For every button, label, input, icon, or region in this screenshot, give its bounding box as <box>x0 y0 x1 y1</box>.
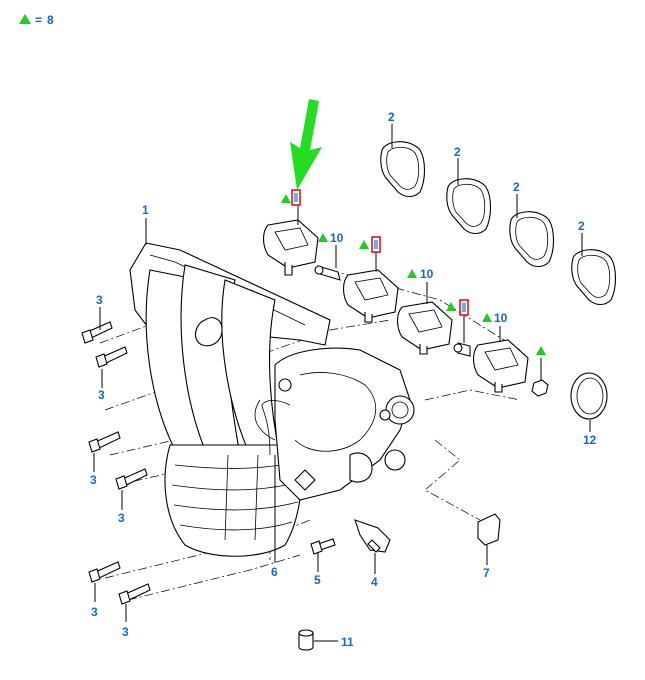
callout-4: 4 <box>371 575 378 589</box>
callout-10: 10 <box>330 231 344 245</box>
intake-manifold <box>129 242 415 557</box>
legend-value: 8 <box>47 13 54 27</box>
gasket-2 <box>446 178 492 235</box>
cover-plate <box>477 513 501 546</box>
callout-3: 3 <box>118 511 125 525</box>
bolt-5 <box>88 561 121 583</box>
clamp-ring <box>570 372 608 420</box>
bolt-part-5 <box>310 538 336 555</box>
bolt-1 <box>81 321 113 344</box>
sensor <box>354 519 391 553</box>
gasket-1 <box>380 141 426 198</box>
callout-3: 3 <box>98 388 105 402</box>
marker-triangle-icon <box>359 240 369 249</box>
callouts: 1 2 2 2 2 3 3 3 3 3 3 4 5 6 7 10 10 10 1… <box>90 110 597 649</box>
bolt-3 <box>88 431 121 453</box>
marker-triangle-icon <box>407 269 417 278</box>
red-box-marker-icon <box>371 236 381 253</box>
markers <box>281 194 546 355</box>
highlight-markers <box>291 189 469 316</box>
callout-2: 2 <box>578 219 585 233</box>
gasket-4 <box>571 249 617 306</box>
swirl-valve-2 <box>342 269 399 323</box>
legend-separator: = <box>35 13 42 27</box>
swirl-valve-4 <box>472 339 529 393</box>
callout-10: 10 <box>494 311 508 325</box>
marker-triangle-icon <box>281 194 291 203</box>
callout-3: 3 <box>122 625 129 639</box>
legend-triangle-icon <box>19 14 31 24</box>
callout-6: 6 <box>271 565 278 579</box>
bushing <box>298 629 314 651</box>
callout-10: 10 <box>420 267 434 281</box>
callout-5: 5 <box>314 573 321 587</box>
marker-triangle-icon <box>318 233 328 242</box>
red-box-marker-icon <box>291 189 301 206</box>
callout-12: 12 <box>583 433 597 447</box>
callout-1: 1 <box>142 203 149 217</box>
callout-11: 11 <box>341 635 354 649</box>
green-arrow-icon <box>290 99 322 190</box>
callout-3: 3 <box>90 473 97 487</box>
callout-2: 2 <box>388 110 395 124</box>
marker-triangle-icon <box>536 346 546 355</box>
stud-2 <box>453 342 471 357</box>
bolt-2 <box>95 346 128 368</box>
bolt-4 <box>115 468 148 490</box>
marker-triangle-icon <box>446 302 456 311</box>
marker-triangle-icon <box>482 313 492 322</box>
red-box-marker-icon <box>459 299 469 316</box>
callout-2: 2 <box>454 145 461 159</box>
legend: = 8 <box>19 13 54 27</box>
callout-3: 3 <box>91 605 98 619</box>
nut <box>531 379 549 397</box>
callout-2: 2 <box>513 180 520 194</box>
swirl-valve-1 <box>262 219 319 276</box>
hose <box>261 400 291 456</box>
callout-7: 7 <box>483 566 490 580</box>
gasket-3 <box>509 211 555 268</box>
bolt-6 <box>118 583 151 605</box>
callout-3: 3 <box>96 293 103 307</box>
stud-1 <box>314 265 341 281</box>
leader-lines <box>93 124 591 642</box>
swirl-valve-3 <box>396 301 453 355</box>
